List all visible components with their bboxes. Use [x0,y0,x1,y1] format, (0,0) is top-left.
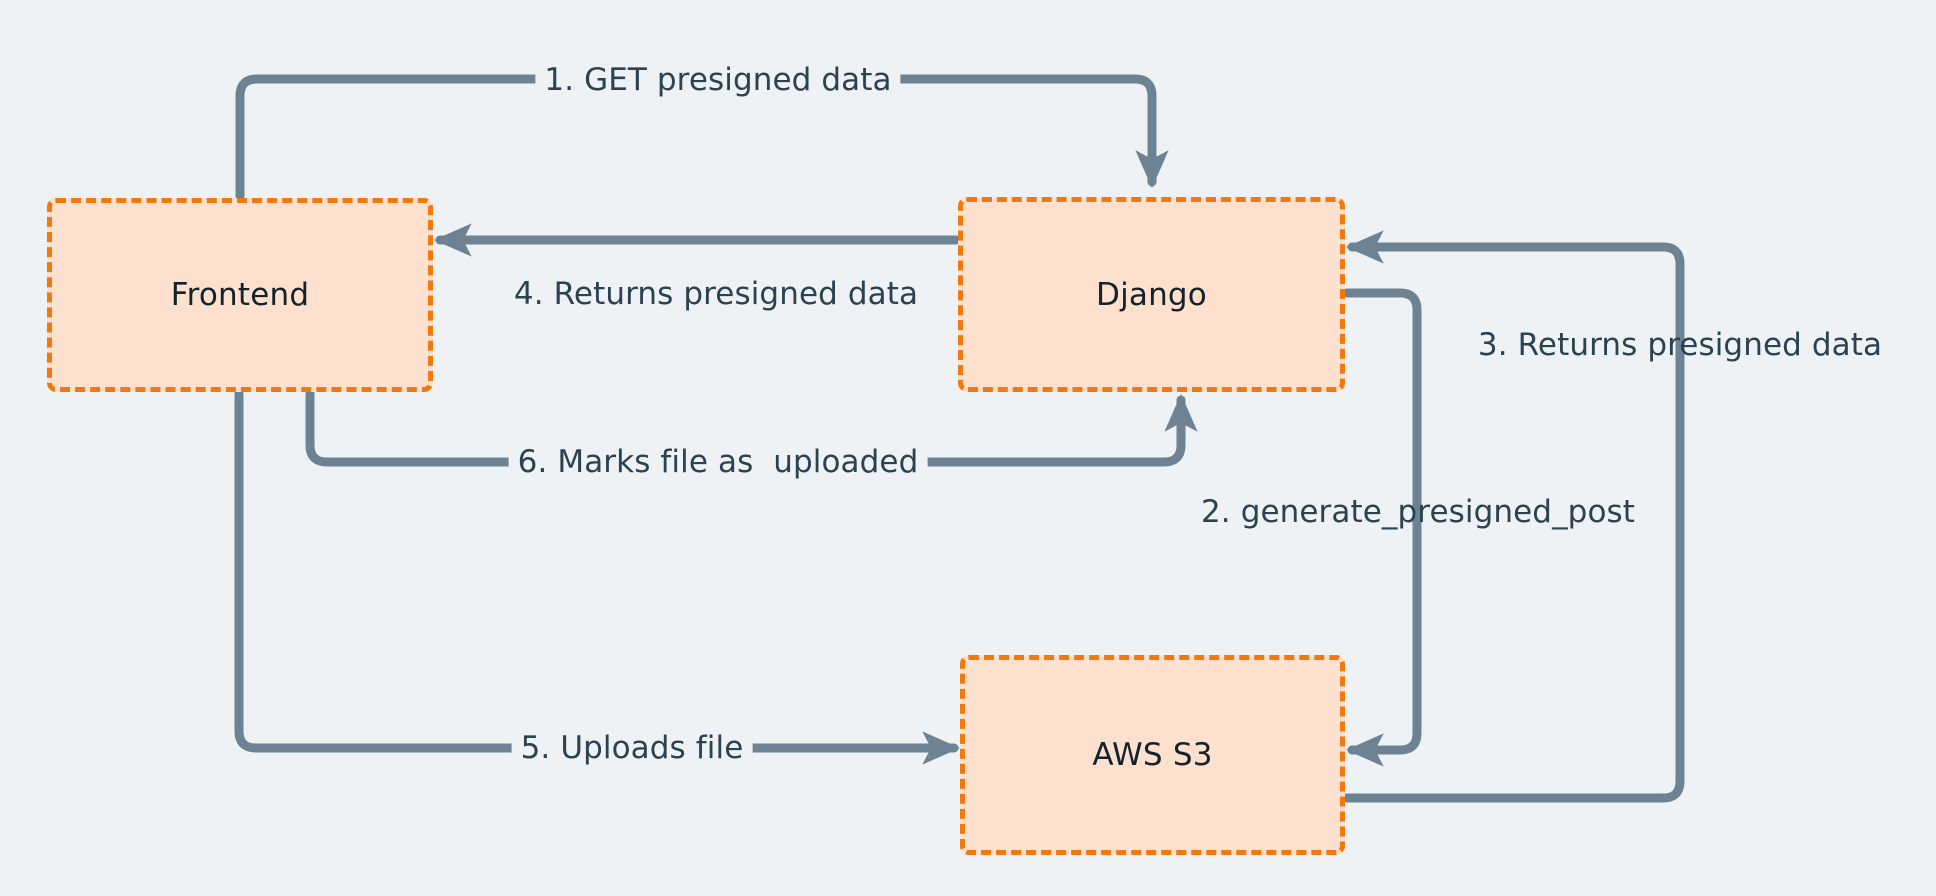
node-frontend-label: Frontend [170,277,310,313]
node-aws-s3[interactable]: AWS S3 [960,655,1345,855]
edge-label-4: 4. Returns presigned data [504,275,928,313]
edge-5-path [234,389,961,765]
edge-label-2: 2. generate_presigned_post [1200,494,1636,530]
edge-label-6: 6. Marks file as uploaded [508,443,928,481]
edge-label-1: 1. GET presigned data [535,61,901,99]
node-django[interactable]: Django [958,197,1345,392]
node-frontend[interactable]: Frontend [47,198,433,392]
edge-3-path [1342,230,1685,803]
edge-label-3: 3. Returns presigned data [1477,327,1883,363]
node-aws-s3-label: AWS S3 [1092,737,1213,773]
edge-2-path [1342,288,1422,767]
edge-label-5: 5. Uploads file [511,729,753,767]
node-django-label: Django [1096,276,1207,313]
